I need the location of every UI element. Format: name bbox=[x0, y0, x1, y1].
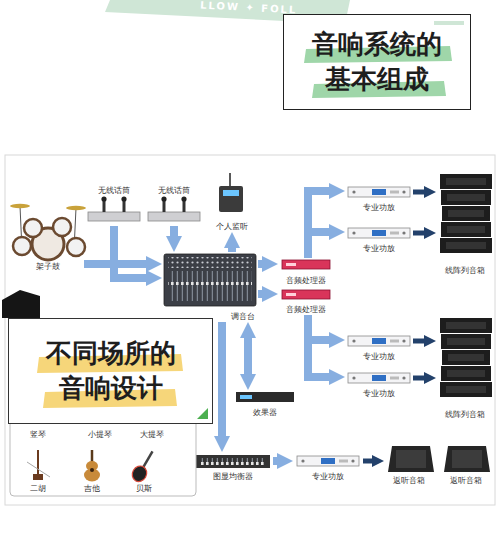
power-amplifier: 专业功放 bbox=[345, 334, 413, 362]
wireless-mic: 无线话筒 bbox=[85, 186, 143, 226]
device-label: 专业功放 bbox=[363, 244, 395, 254]
device-label: 图显均衡器 bbox=[213, 472, 253, 482]
mixing-console: 调音台 bbox=[162, 252, 258, 322]
instrument: 吉他 bbox=[72, 446, 112, 494]
wireless-mic: 无线话筒 bbox=[145, 186, 203, 226]
signal-arrow bbox=[244, 338, 252, 374]
power-amplifier: 专业功放 bbox=[345, 185, 413, 213]
signal-arrow bbox=[308, 315, 329, 340]
instrument: 二胡 bbox=[20, 446, 56, 494]
signal-arrow bbox=[258, 260, 262, 268]
device-label: 线阵列音箱 bbox=[445, 410, 485, 420]
device-label: 返听音箱 bbox=[393, 476, 425, 486]
power-amplifier: 专业功放 bbox=[345, 226, 413, 254]
signal-arrow bbox=[273, 457, 277, 465]
device-label: 无线话筒 bbox=[98, 186, 130, 196]
signal-arrow bbox=[363, 459, 372, 464]
graphic-equalizer: 图显均衡器 bbox=[193, 452, 273, 482]
signal-arrow bbox=[413, 339, 424, 344]
audio-processor: 音频处理器 bbox=[278, 288, 334, 315]
device-label: 效果器 bbox=[253, 408, 277, 418]
device-label: 音频处理器 bbox=[286, 276, 326, 286]
device-label: 架子鼓 bbox=[36, 262, 60, 272]
signal-arrow bbox=[308, 232, 329, 258]
signal-arrow bbox=[84, 260, 146, 268]
device-label: 无线话筒 bbox=[158, 186, 190, 196]
audio-processor: 音频处理器 bbox=[278, 258, 334, 286]
signal-arrow bbox=[308, 191, 329, 258]
device-label: 大提琴 bbox=[140, 430, 164, 440]
effects-unit: 效果器 bbox=[232, 390, 298, 418]
signal-arrow bbox=[228, 248, 236, 252]
device-label: 专业功放 bbox=[363, 389, 395, 399]
title-box: 音响系统的 基本组成 bbox=[283, 14, 471, 110]
device-label: 线阵列音箱 bbox=[445, 266, 485, 276]
device-label: 调音台 bbox=[231, 312, 255, 322]
instrument: 小提琴 bbox=[80, 426, 120, 440]
personal-monitor: 个人监听 bbox=[208, 170, 256, 232]
signal-arrow bbox=[413, 231, 424, 236]
device-label: 专业功放 bbox=[363, 352, 395, 362]
line-array-speaker: 线阵列音箱 bbox=[436, 316, 494, 420]
signal-arrow bbox=[413, 376, 424, 381]
title-text: 音响系统的 基本组成 bbox=[309, 27, 445, 97]
device-label: 贝斯 bbox=[136, 484, 152, 494]
device-label: 专业功放 bbox=[312, 472, 344, 482]
monitor-speaker: 返听音箱 bbox=[438, 444, 494, 486]
device-label: 小提琴 bbox=[88, 430, 112, 440]
device-label: 返听音箱 bbox=[450, 476, 482, 486]
instrument: 竖琴 bbox=[20, 426, 56, 440]
signal-arrow bbox=[258, 290, 262, 298]
device-label: 竖琴 bbox=[30, 430, 46, 440]
device-label: 专业功放 bbox=[363, 203, 395, 213]
device-label: 二胡 bbox=[30, 484, 46, 494]
instrument: 贝斯 bbox=[124, 446, 164, 494]
device-label: 吉他 bbox=[84, 484, 100, 494]
banner-highlight bbox=[9, 319, 211, 422]
monitor-speaker: 返听音箱 bbox=[384, 444, 434, 486]
power-amplifier: 专业功放 bbox=[345, 371, 413, 399]
signal-arrow bbox=[308, 315, 329, 377]
signal-arrow bbox=[170, 226, 178, 236]
line-array-speaker: 线阵列音箱 bbox=[436, 172, 494, 276]
corner-accent bbox=[197, 408, 208, 419]
banner-box: 不同场所的 音响设计 bbox=[8, 318, 213, 424]
device-label: 个人监听 bbox=[216, 222, 248, 232]
signal-arrow bbox=[413, 190, 424, 195]
device-label: 音频处理器 bbox=[286, 305, 326, 315]
signal-arrow bbox=[218, 322, 226, 436]
drum-kit: 架子鼓 bbox=[12, 198, 84, 272]
signal-arrow bbox=[114, 226, 146, 278]
power-amplifier: 专业功放 bbox=[293, 454, 363, 482]
instrument: 大提琴 bbox=[132, 426, 172, 440]
banner-text: 不同场所的 音响设计 bbox=[43, 336, 179, 406]
